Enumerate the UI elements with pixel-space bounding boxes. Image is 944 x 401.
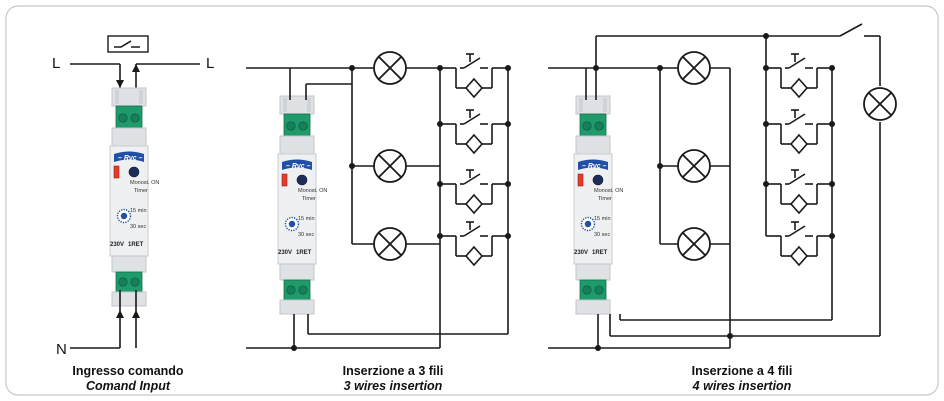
label-neutral: N <box>56 341 67 358</box>
caption-4-wires: Inserzione a 4 fili 4 wires insertion <box>692 364 793 393</box>
device-dial-max: 15 min <box>130 208 147 214</box>
svg-text:30 sec: 30 sec <box>298 232 314 238</box>
caption-3-wires: Inserzione a 3 fili 3 wires insertion <box>343 364 444 393</box>
caption-subtitle: Comand Input <box>86 379 171 393</box>
svg-text:15 min: 15 min <box>298 216 315 222</box>
lamp-3w-2 <box>373 149 407 183</box>
svg-text:Timer: Timer <box>598 196 612 202</box>
relay-device-3 <box>573 95 613 315</box>
relay-device-1 <box>109 87 149 307</box>
svg-text:230V: 230V <box>278 250 292 256</box>
section-3-wires <box>246 51 511 351</box>
caption-title: Inserzione a 3 fili <box>343 364 444 378</box>
device-dial-min: 30 sec <box>130 224 146 230</box>
device-voltage: 230V <box>110 242 124 248</box>
device-model: 1RET <box>128 242 144 248</box>
device-3-labels: – Rvc – Monost. ON Timer 15 min 30 sec 2… <box>574 163 623 256</box>
device-1-labels: – Rvc – Monost. ON Timer 15 min 30 sec 2… <box>110 155 159 248</box>
label-line-right: L <box>206 55 214 72</box>
svg-text:230V: 230V <box>574 250 588 256</box>
svg-text:– Rvc –: – Rvc – <box>582 163 607 170</box>
command-switch-icon <box>114 40 140 48</box>
lamp-4w-1 <box>677 51 711 85</box>
svg-text:15 min: 15 min <box>594 216 611 222</box>
svg-text:Monost. ON: Monost. ON <box>594 188 623 194</box>
lamp-3w-1 <box>373 51 407 85</box>
device-brand: – Rvc – <box>118 155 143 162</box>
lamp-4w-extra <box>863 87 897 121</box>
svg-text:30 sec: 30 sec <box>594 232 610 238</box>
caption-title: Ingresso comando <box>72 364 183 378</box>
svg-text:1RET: 1RET <box>296 250 312 256</box>
lamp-4w-2 <box>677 149 711 183</box>
caption-command-input: Ingresso comando Comand Input <box>72 364 183 393</box>
section-4-wires <box>548 23 897 351</box>
relay-device-2 <box>277 95 317 315</box>
caption-title: Inserzione a 4 fili <box>692 364 793 378</box>
command-switch-box <box>107 35 149 53</box>
svg-text:1RET: 1RET <box>592 250 608 256</box>
section-command-input: L L N <box>52 35 214 358</box>
lamp-4w-3 <box>677 227 711 261</box>
label-line-left: L <box>52 55 60 72</box>
svg-text:Timer: Timer <box>302 196 316 202</box>
svg-text:– Rvc –: – Rvc – <box>286 163 311 170</box>
caption-subtitle: 4 wires insertion <box>692 379 792 393</box>
device-mode-label: Monost. ON <box>130 180 159 186</box>
svg-text:Monost. ON: Monost. ON <box>298 188 327 194</box>
lamp-3w-3 <box>373 227 407 261</box>
device-2-labels: – Rvc – Monost. ON Timer 15 min 30 sec 2… <box>278 163 327 256</box>
caption-subtitle: 3 wires insertion <box>344 379 443 393</box>
device-timer-label: Timer <box>134 188 148 194</box>
